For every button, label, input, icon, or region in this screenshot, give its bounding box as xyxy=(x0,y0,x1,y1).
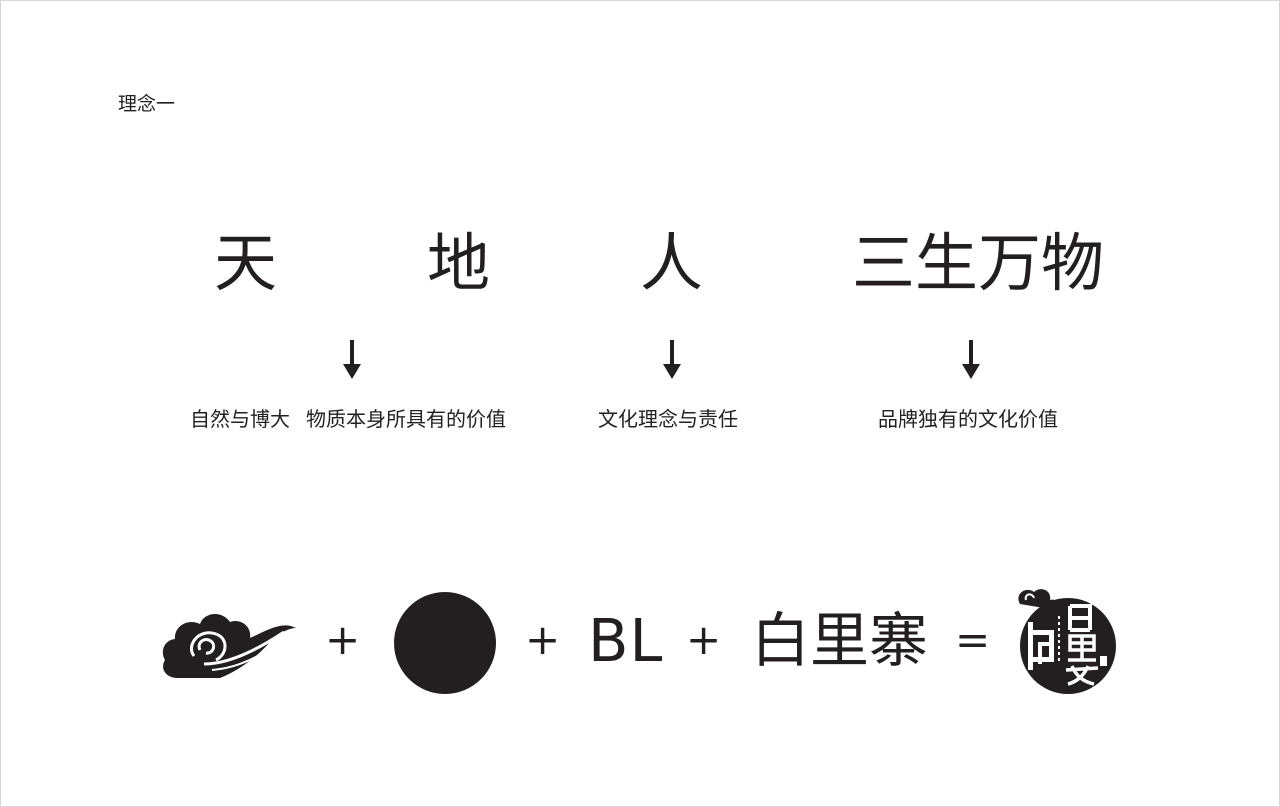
plus-sign: + xyxy=(686,615,722,664)
headline-heaven: 天 xyxy=(214,227,277,300)
caption-nature: 自然与博大 xyxy=(190,407,290,431)
down-arrow-icon xyxy=(343,340,361,379)
plus-sign: + xyxy=(325,615,361,664)
caption-brand-value: 品牌独有的文化价值 xyxy=(878,407,1058,431)
section-label: 理念一 xyxy=(118,93,176,115)
auspicious-cloud-icon xyxy=(162,613,296,678)
equals-sign: = xyxy=(955,615,991,664)
sun-circle-icon xyxy=(394,592,496,694)
bailizhai-logo xyxy=(1018,589,1116,694)
caption-material-value: 物质本身所具有的价值 xyxy=(306,407,506,431)
brand-name: 白里寨 xyxy=(751,606,929,675)
headline-all-things: 三生万物 xyxy=(852,227,1104,300)
headline-human: 人 xyxy=(640,227,703,300)
plus-sign: + xyxy=(525,615,561,664)
down-arrow-icon xyxy=(962,340,980,379)
caption-culture: 文化理念与责任 xyxy=(598,407,738,431)
letters-bl: BL xyxy=(588,606,664,675)
headline-earth: 地 xyxy=(427,227,490,300)
down-arrow-icon xyxy=(663,340,681,379)
